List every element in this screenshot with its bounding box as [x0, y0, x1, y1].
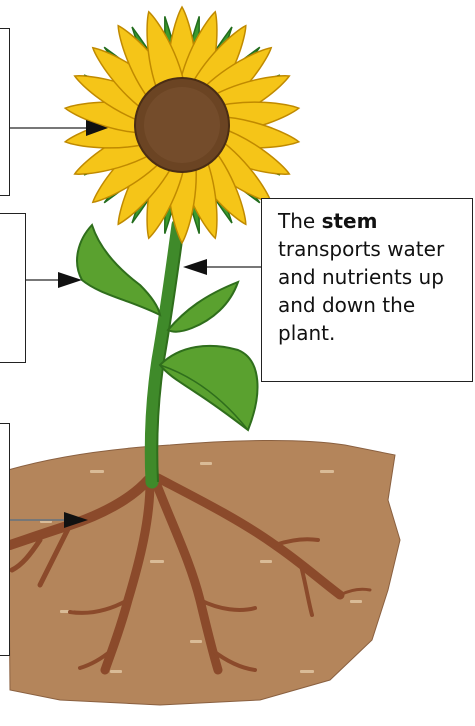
stem-label-box: The stem transports water and nutrients …: [261, 198, 473, 382]
arrow-to-leaf: [26, 272, 82, 288]
soil: [8, 440, 400, 705]
stem-label-term: stem: [322, 209, 378, 233]
flower-label-box: [0, 28, 10, 196]
stem-label-prefix: The: [278, 209, 322, 233]
stem-label-text: transports water and nutrients up and do…: [278, 237, 444, 345]
arrow-to-stem: [183, 259, 261, 275]
leaf-label-box: [0, 213, 26, 363]
root-label-box: [0, 423, 10, 656]
